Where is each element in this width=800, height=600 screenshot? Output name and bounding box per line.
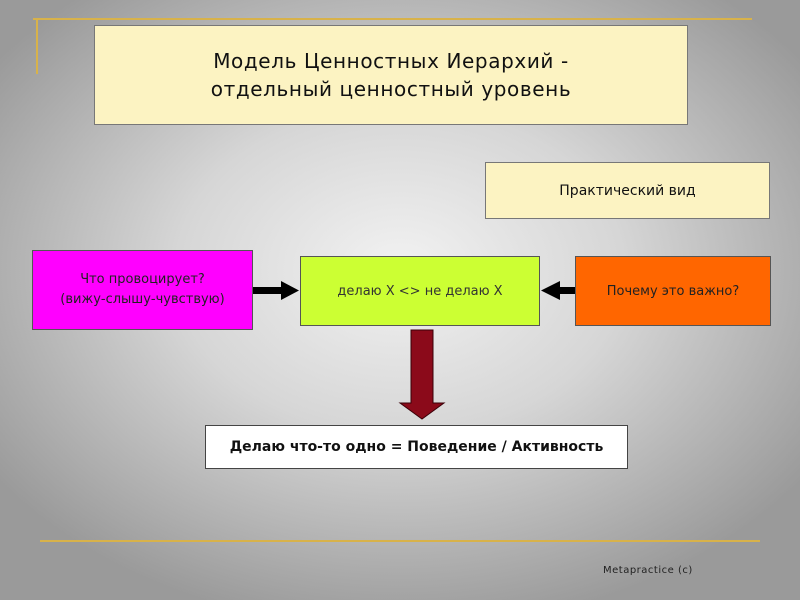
title-line-2: отдельный ценностный уровень [210, 77, 572, 101]
arrow-down-icon [398, 329, 446, 420]
title-box: Модель Ценностных Иерархий - отдельный ц… [94, 25, 688, 125]
top-decor-line [33, 18, 751, 20]
arrow-left-icon [541, 281, 575, 300]
provoke-line-2: (вижу-слышу-чувствую) [60, 292, 225, 307]
provoke-line-1: Что провоцирует? [80, 272, 205, 287]
do-dont-box: делаю Х <> не делаю Х [300, 256, 540, 326]
arrow-right-icon [253, 281, 299, 300]
behavior-label: Делаю что-то одно = Поведение / Активнос… [229, 439, 604, 455]
why-important-label: Почему это важно? [606, 283, 740, 299]
title-line-1: Модель Ценностных Иерархий - [213, 49, 569, 73]
provoke-box: Что провоцирует? (вижу-слышу-чувствую) [32, 250, 253, 330]
practical-view-label: Практический вид [559, 182, 696, 199]
top-decor-tick-left [36, 18, 38, 74]
behavior-box: Делаю что-то одно = Поведение / Активнос… [205, 425, 628, 469]
practical-view-box: Практический вид [485, 162, 770, 219]
why-important-box: Почему это важно? [575, 256, 771, 326]
footer-copyright: Metapractice (c) [603, 565, 693, 576]
top-decor-tick-right [750, 18, 752, 20]
do-dont-label: делаю Х <> не делаю Х [337, 283, 503, 299]
bottom-decor-line [40, 540, 760, 542]
